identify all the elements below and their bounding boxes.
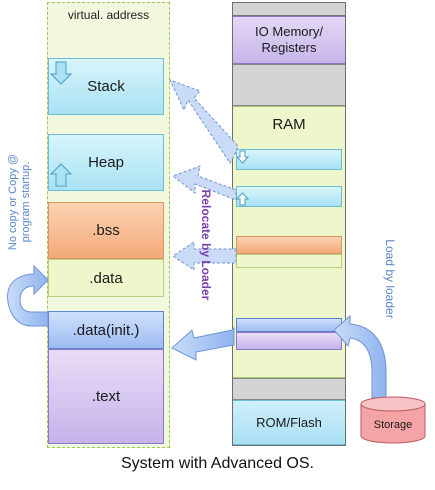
bss-segment: .bss [48,202,164,259]
stack-label: Stack [87,78,125,95]
load-annotation: Load by loader [383,239,397,319]
data-init-segment: .data(init.) [48,311,164,349]
io-memory-label-2: Registers [261,40,317,55]
virtual-address-title: virtual. address [67,8,150,22]
io-memory-label-1: IO Memory/ [255,24,323,39]
heap-label: Heap [88,154,124,171]
heap-segment: Heap [48,134,164,191]
ram-label: RAM [272,116,306,133]
diagram-caption: System with Advanced OS. [121,455,314,472]
storage-load-arrow [333,314,387,399]
relocate-stack-arrow [169,79,239,164]
text-label: .text [91,388,121,405]
ram-text-region [236,332,342,350]
bss-label: .bss [92,222,120,239]
relocate-annotation: Relocate by Loader [199,189,213,301]
data-label: .data [89,269,123,287]
data-segment: .data [48,259,164,297]
ram-heap-region [236,186,342,207]
io-memory-block: IO Memory/ Registers [232,16,346,64]
ram-stack-down-icon [235,150,250,164]
ram-heap-up-icon [235,192,250,206]
copy-startup-arrow [7,264,49,327]
relocate-heap-arrow [171,165,237,201]
relocate-data-arrow [172,241,237,271]
stack-segment: Stack [48,58,164,115]
rom-flash-label: ROM/Flash [256,415,322,430]
storage-label: Storage [373,419,413,431]
physical-memory-outline [232,2,346,446]
text-segment: .text [48,349,164,444]
heap-grow-up-icon [49,163,73,187]
left-annotation-line-1: No copy or Copy @ [7,153,19,251]
load-data-init-arrow [171,326,235,361]
left-annotation-line-2: program startup. [20,161,32,243]
ram-bss-region [236,236,342,254]
stack-grow-down-icon [49,61,73,85]
storage-cylinder-icon [360,396,426,444]
ram-stack-region [236,149,342,170]
data-init-label: .data(init.) [72,321,140,339]
